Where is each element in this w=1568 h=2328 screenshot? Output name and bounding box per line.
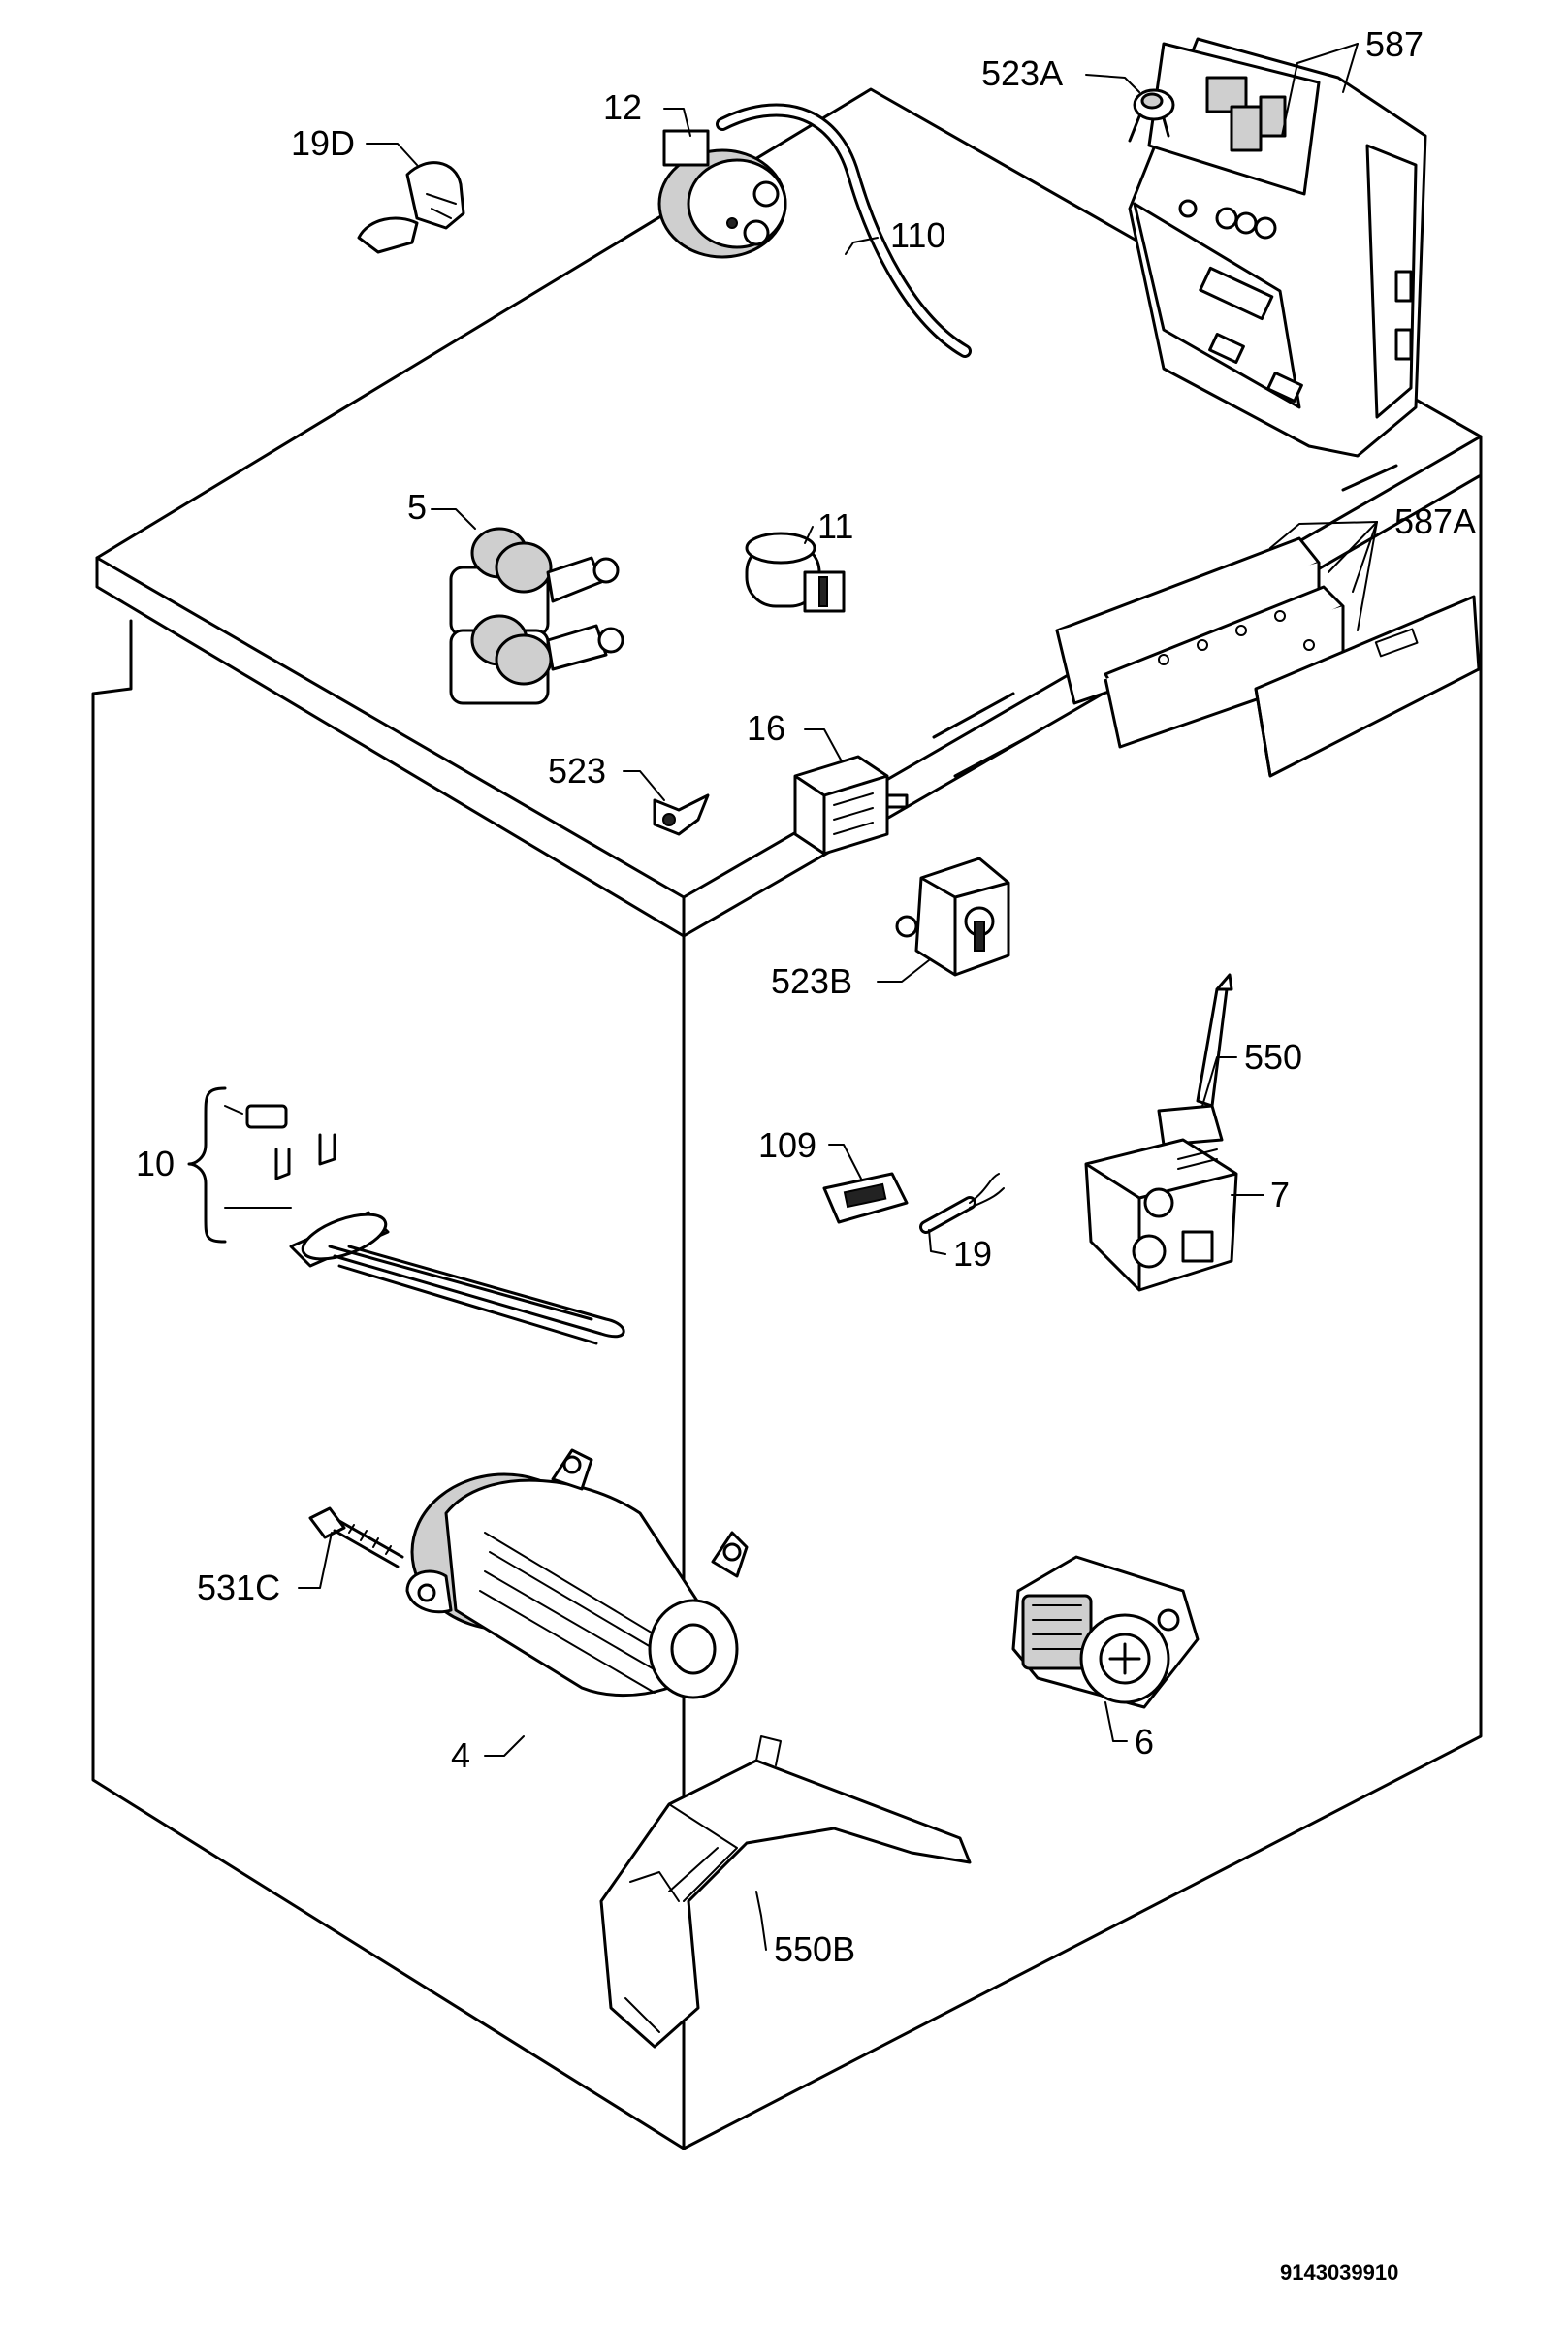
part-110-hose [716,103,972,358]
part-11-capacitor [745,532,846,613]
part-550-cable [1157,973,1233,1147]
label-19D: 19D [291,123,355,163]
label-531C: 531C [197,1568,280,1607]
part-4-drain-pump [405,1448,749,1699]
label-110: 110 [890,215,945,255]
label-109: 109 [758,1125,816,1165]
label-587A: 587A [1394,501,1476,541]
part-550B-cover [599,1735,972,2049]
label-6: 6 [1135,1722,1154,1762]
part-10-leader [224,1105,292,1209]
part-10-heating-element [245,1104,625,1345]
part-16-selector-switch [793,755,909,856]
label-523B: 523B [771,961,852,1001]
label-16: 16 [747,708,785,748]
part-587A-circuit-boards [1055,536,1481,778]
leader-lines [298,43,1378,1951]
label-12: 12 [603,87,642,127]
part-10-brace [187,1086,227,1244]
label-19: 19 [953,1234,992,1274]
part-19-sensor [919,1173,1005,1234]
label-523: 523 [548,751,606,791]
label-7: 7 [1270,1175,1290,1214]
part-523B-interference-filter [895,857,1010,977]
label-550: 550 [1244,1037,1302,1077]
label-10: 10 [136,1144,175,1183]
part-587-control-module [1128,37,1427,458]
label-550B: 550B [774,1929,855,1969]
part-19D-clip [357,161,465,254]
label-5: 5 [407,487,427,527]
part-7-door-lock [1084,1138,1238,1292]
part-5-inlet-valve [449,527,624,705]
part-labels: 587 523A 12 19D 110 5 11 587A 16 523 523… [136,24,1476,2284]
part-109-bracket [822,1172,909,1224]
part-531C-screw [308,1506,404,1568]
label-4: 4 [451,1735,470,1775]
label-587: 587 [1365,24,1424,64]
part-6-pump-unit [1011,1555,1200,1709]
part-12-pressure-switch [657,129,787,259]
label-523A: 523A [981,53,1063,93]
document-number: 9143039910 [1280,2260,1398,2284]
label-11: 11 [817,506,853,546]
cabinet-outline [91,87,1483,2150]
part-523A-thermostat [1128,88,1175,143]
part-523-clip [653,793,710,836]
